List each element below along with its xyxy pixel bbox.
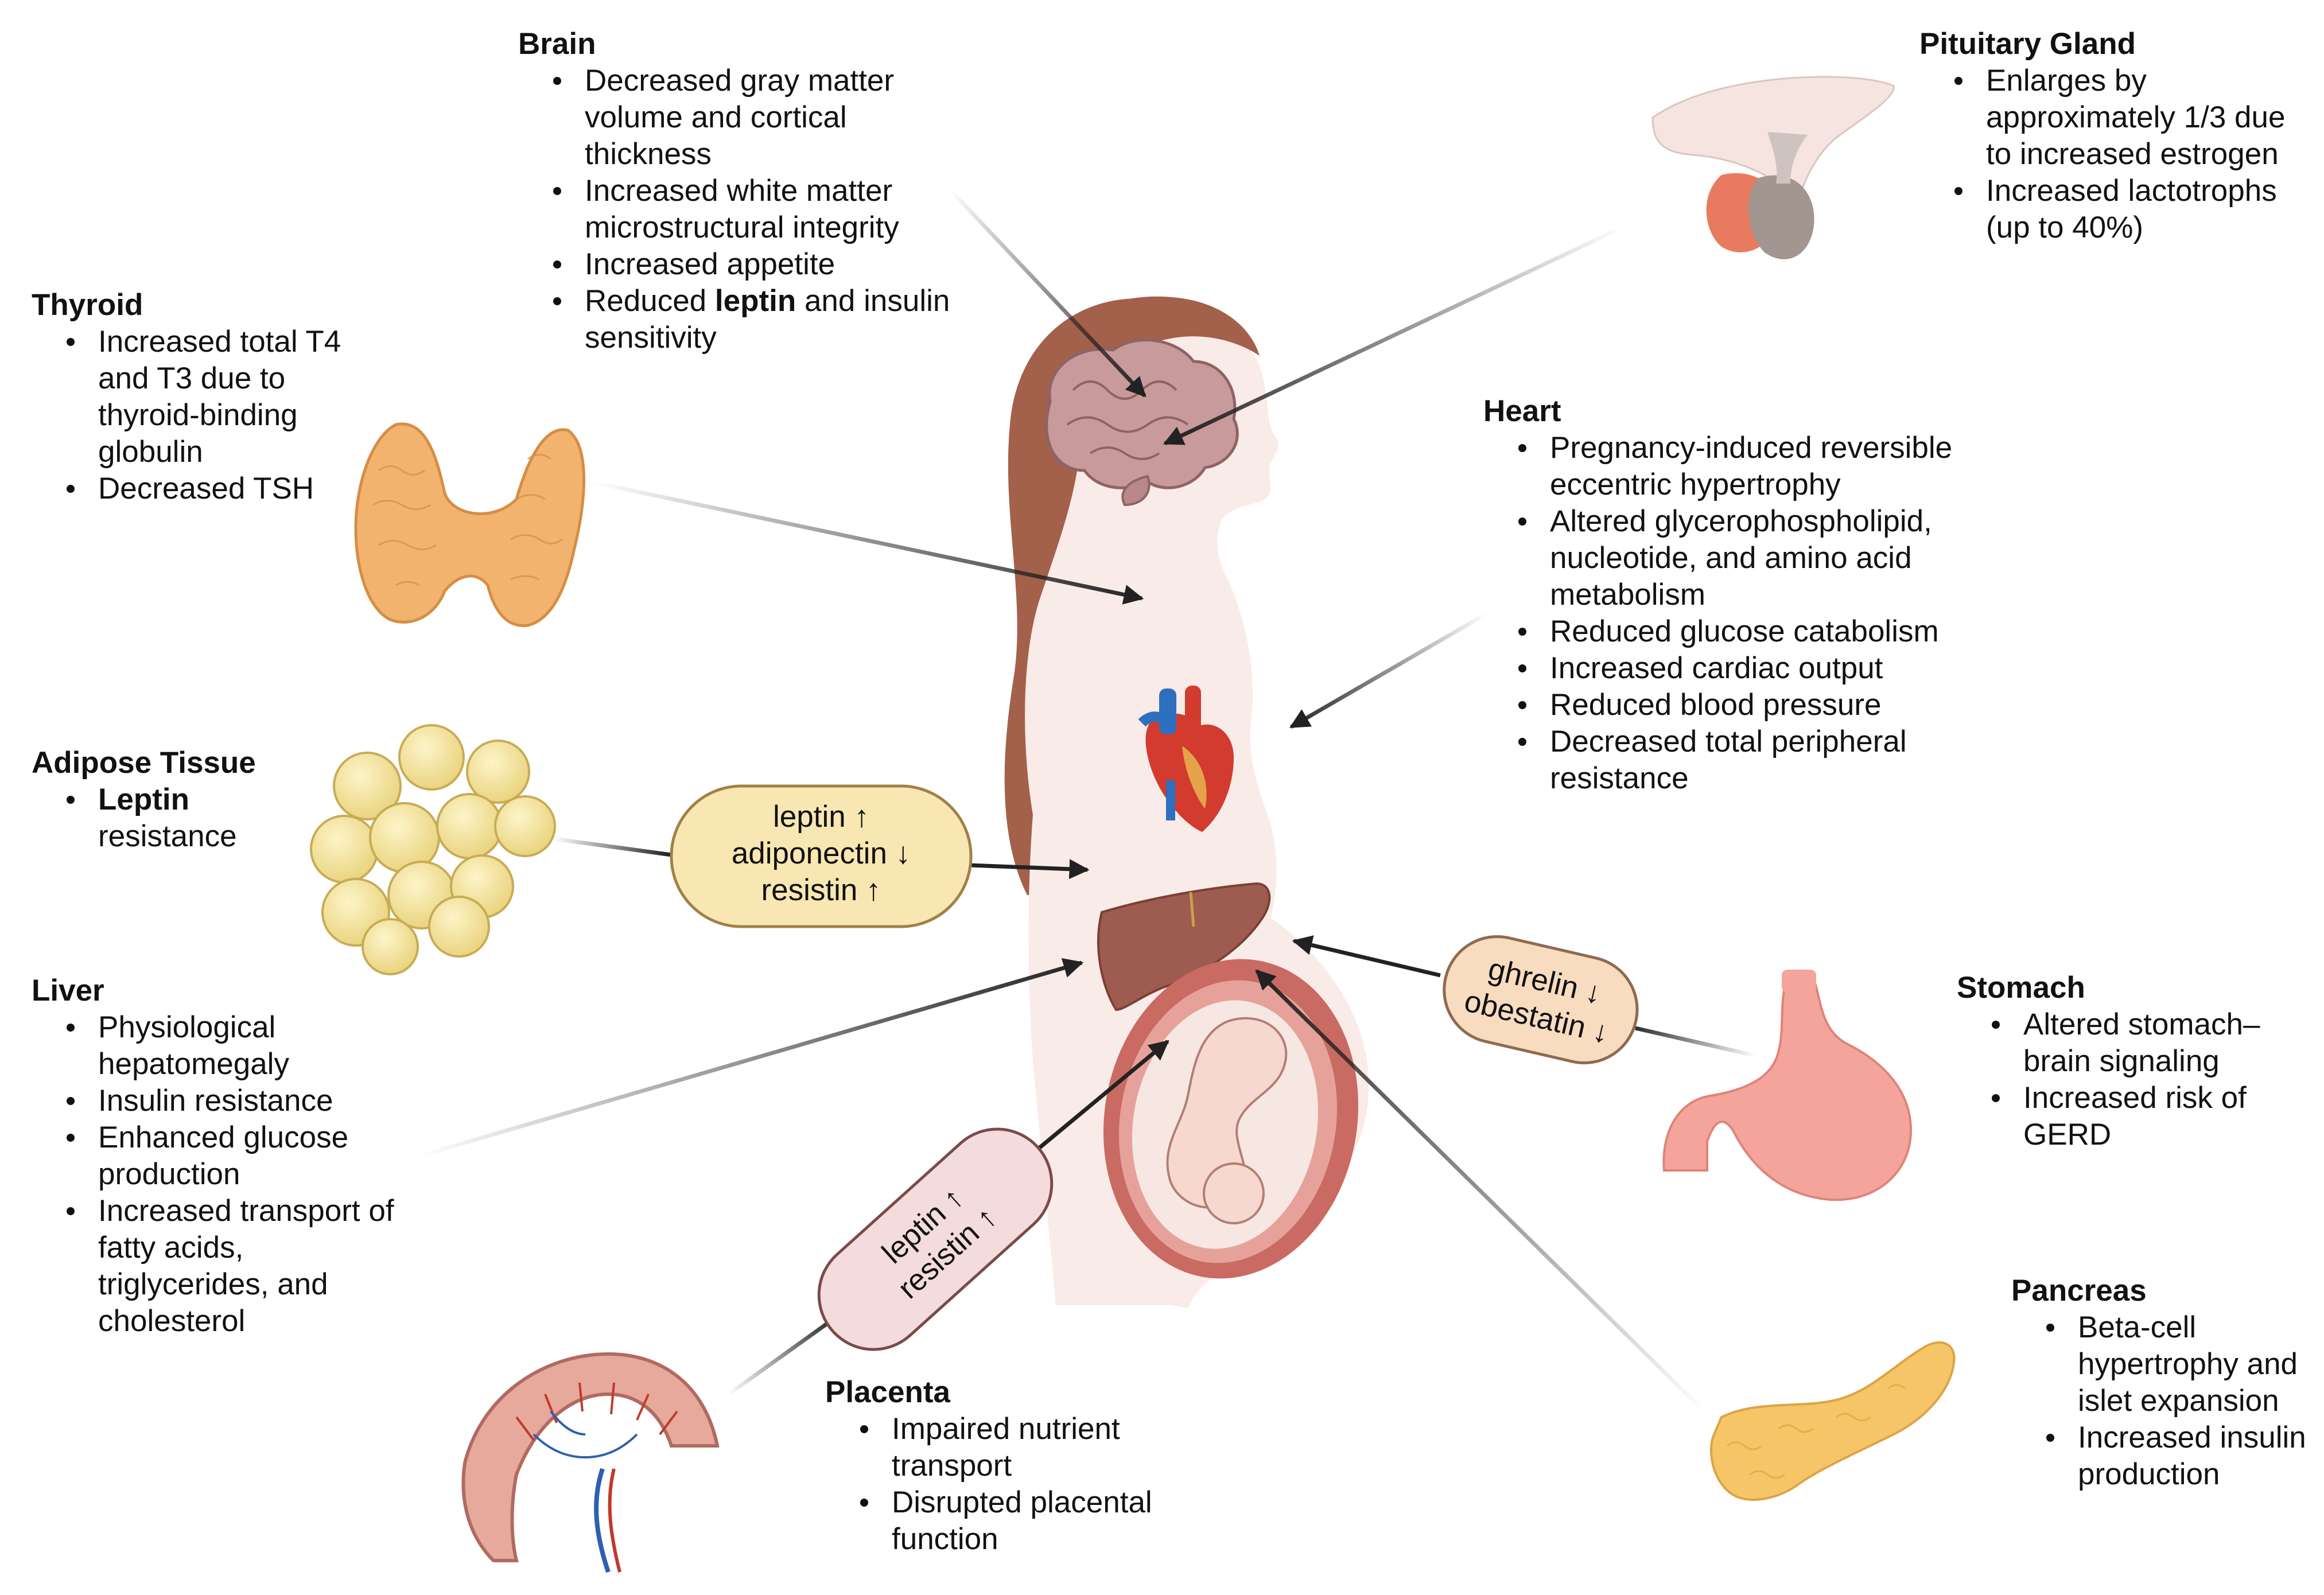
- liver-illustration: [1097, 882, 1271, 1012]
- pancreas-arrow: [1255, 969, 1706, 1413]
- brain-title: Brain: [518, 27, 596, 61]
- bold-term: leptin: [714, 284, 796, 318]
- pituitary-title: Pituitary Gland: [1919, 27, 2136, 61]
- thyroid-arrow: [590, 480, 1144, 605]
- heart-arrow: [1289, 612, 1487, 729]
- list-item: Decreased total peripheral resistance: [1518, 723, 2034, 797]
- list-item: Impaired nutrient transport: [860, 1411, 1192, 1484]
- pancreas-bullet-list: Beta-cell hypertrophy and islet expansio…: [2011, 1309, 2321, 1493]
- list-item: Enlarges by approximately 1/3 due to inc…: [1954, 63, 2287, 173]
- list-item: Altered stomach–brain signaling: [1992, 1006, 2301, 1080]
- stomach-title: Stomach: [1957, 971, 2085, 1005]
- list-item: Reduced leptin and insulin sensitivity: [553, 283, 954, 356]
- stomach-arrow: [1292, 935, 1441, 978]
- thyroid-bullet-list: Increased total T4 and T3 due to thyroid…: [32, 324, 341, 507]
- bold-term: Leptin: [98, 783, 189, 816]
- list-item: Increased risk of GERD: [1992, 1080, 2301, 1153]
- pancreas-illustration: [1710, 1341, 1956, 1501]
- list-item: Increased cardiac output: [1518, 650, 2034, 687]
- list-item-text: Reduced: [585, 284, 715, 318]
- stomach-illustration: [1662, 970, 1913, 1201]
- liver-title: Liver: [32, 974, 104, 1007]
- adipose-bullet-list: Leptin resistance: [32, 781, 307, 855]
- brain-bullet-list: Decreased gray matter volume and cortica…: [518, 63, 954, 356]
- adipose-illustration: [310, 724, 556, 975]
- list-item: Enhanced glucose production: [67, 1119, 405, 1193]
- uterus-fetus-illustration: [1103, 959, 1359, 1279]
- adipose-arrow: [969, 859, 1090, 880]
- list-item: Insulin resistance: [67, 1083, 405, 1119]
- adipose-hormone-pill: leptin ↑ adiponectin ↓ resistin ↑: [671, 799, 971, 909]
- placenta-connector: [727, 1312, 842, 1396]
- pill-line-leptin: leptin ↑: [773, 800, 869, 834]
- adipose-connector: [553, 837, 672, 857]
- connector-arrows: [418, 188, 1756, 1413]
- list-item: Increased white matter microstructural i…: [553, 173, 954, 246]
- thyroid-illustration: [354, 422, 585, 627]
- pill-line-resistin: resistin ↑: [761, 873, 881, 907]
- list-item: Leptin resistance: [67, 781, 307, 855]
- pituitary-bullet-list: Enlarges by approximately 1/3 due to inc…: [1919, 63, 2287, 246]
- list-item: Increased total T4 and T3 due to thyroid…: [67, 324, 341, 470]
- brain-illustration: [1045, 339, 1239, 507]
- heart-illustration: [1138, 686, 1234, 832]
- liver-arrow: [418, 958, 1084, 1158]
- pancreas-title: Pancreas: [2011, 1274, 2147, 1308]
- placenta-illustration: [461, 1352, 720, 1573]
- adipose-title: Adipose Tissue: [32, 746, 256, 780]
- list-item: Pregnancy-induced reversible eccentric h…: [1518, 430, 2034, 503]
- list-item: Beta-cell hypertrophy and islet expansio…: [2046, 1309, 2321, 1419]
- pill-line-adiponectin: adiponectin ↓: [731, 837, 911, 870]
- list-item: Decreased TSH: [67, 470, 341, 507]
- list-item: Increased transport of fatty acids, trig…: [67, 1193, 405, 1340]
- list-item: Altered glycerophospholipid, nucleotide,…: [1518, 503, 2034, 613]
- list-item-text: and insulin sensitivity: [585, 284, 950, 355]
- list-item: Reduced glucose catabolism: [1518, 613, 2034, 650]
- list-item: Decreased gray matter volume and cortica…: [553, 63, 954, 173]
- list-item-text: resistance: [98, 819, 237, 853]
- pituitary-arrow: [1163, 224, 1625, 446]
- brain-arrow: [948, 188, 1147, 398]
- pituitary-illustration: [1651, 76, 1895, 259]
- adipose-hormone-pill-shape: [670, 784, 973, 928]
- stomach-hormone-pill-shape: [1443, 935, 1639, 1065]
- placenta-title: Placenta: [825, 1375, 951, 1409]
- placenta-arrow: [1031, 1040, 1169, 1155]
- list-item: Increased lactotrophs (up to 40%): [1954, 173, 2287, 246]
- heart-title: Heart: [1483, 394, 1561, 428]
- list-item: Physiological hepatomegaly: [67, 1009, 405, 1083]
- list-item: Reduced blood pressure: [1518, 687, 2034, 723]
- list-item: Increased insulin production: [2046, 1419, 2321, 1493]
- stomach-connector: [1635, 1026, 1756, 1058]
- thyroid-title: Thyroid: [32, 288, 143, 322]
- placenta-hormone-pill-shape: [817, 1127, 1054, 1351]
- hair-front: [1033, 296, 1260, 413]
- heart-bullet-list: Pregnancy-induced reversible eccentric h…: [1483, 430, 2034, 797]
- list-item: Increased appetite: [553, 246, 954, 283]
- list-item: Disrupted placental function: [860, 1484, 1192, 1558]
